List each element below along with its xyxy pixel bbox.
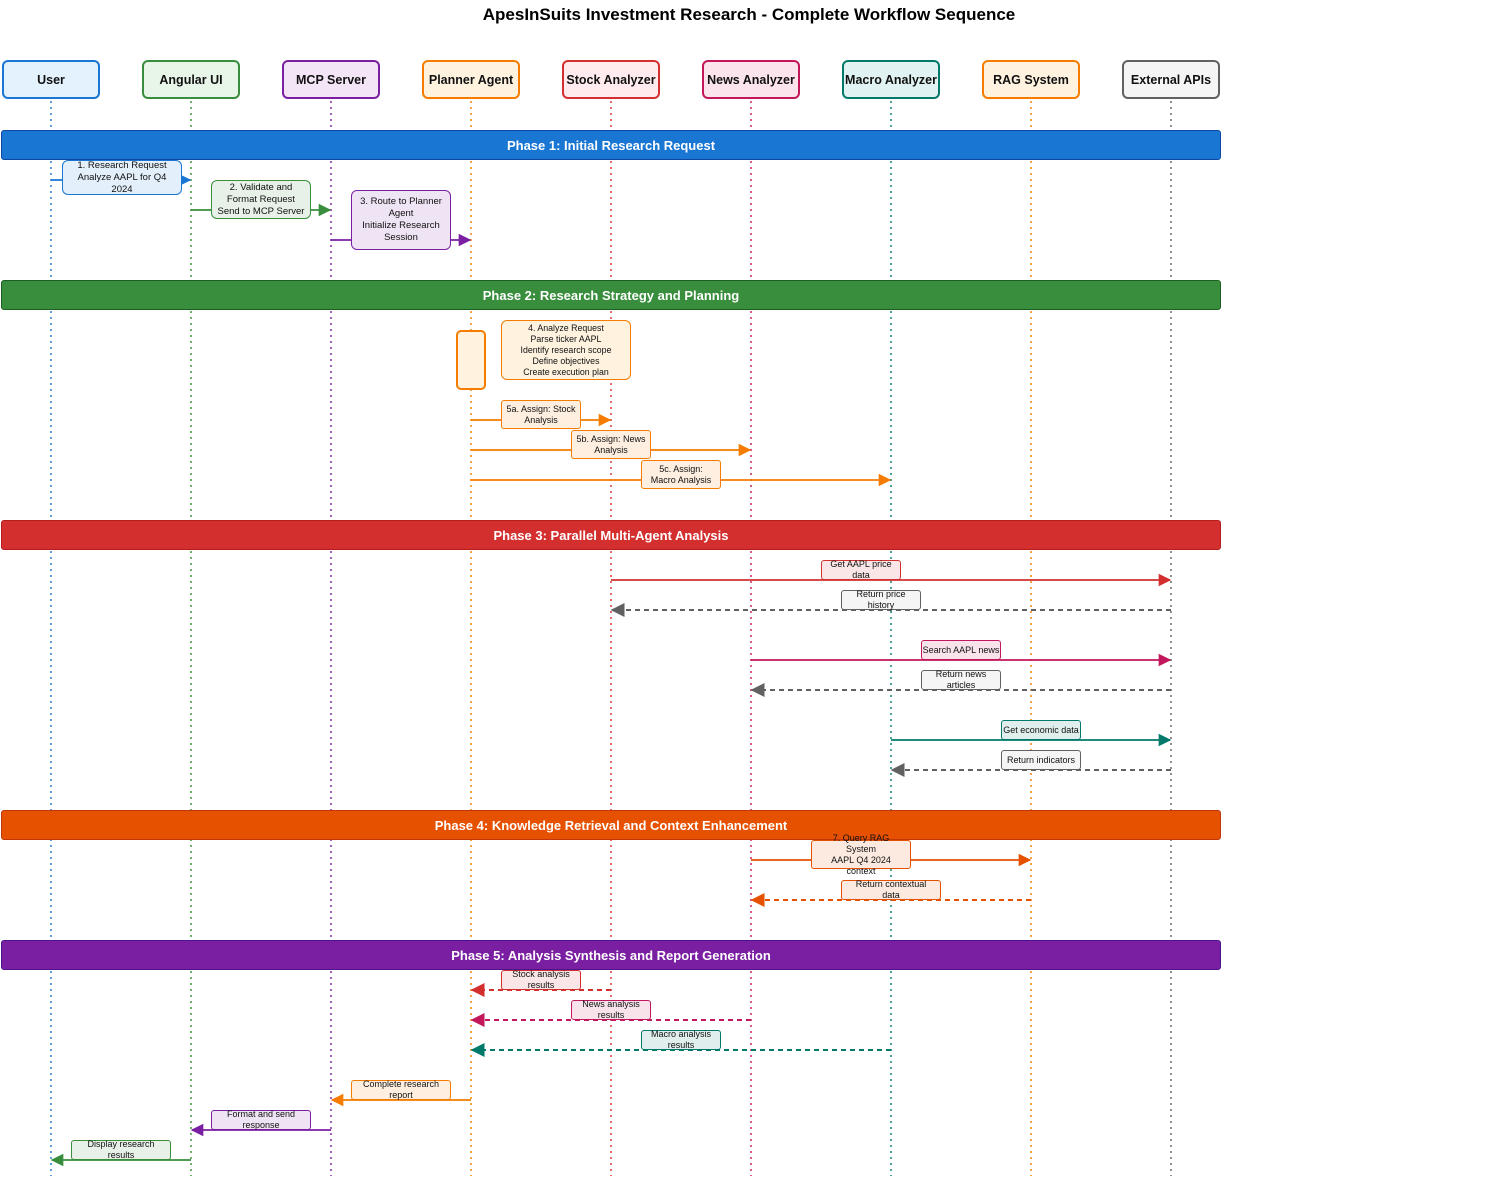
message-label-12: Return indicators [1001,750,1081,770]
message-label-6: 5c. Assign: Macro Analysis [641,460,721,489]
message-label-10: Return news articles [921,669,1001,690]
diagram-title: ApesInSuits Investment Research - Comple… [482,5,1016,24]
phase-banner-2: Phase 2: Research Strategy and Planning [1,280,1221,310]
message-label-20: Display research results [71,1139,171,1160]
message-label-17: Macro analysis results [641,1029,721,1050]
actor-external-apis: External APIs [1122,60,1220,99]
planner-activation-box [456,330,486,390]
message-label-14: Return contextual data [841,879,941,900]
message-label-11: Get economic data [1001,720,1081,740]
message-label-9: Search AAPL news [921,640,1001,660]
message-label-8: Return price history [841,589,921,610]
phase-banner-4: Phase 4: Knowledge Retrieval and Context… [1,810,1221,840]
actor-planner-agent: Planner Agent [422,60,520,99]
phase-banner-3: Phase 3: Parallel Multi-Agent Analysis [1,520,1221,550]
message-label-7: Get AAPL price data [821,559,901,580]
actor-mcp-server: MCP Server [282,60,380,99]
message-label-2: 2. Validate and Format Request Send to M… [211,180,311,219]
actor-rag-system: RAG System [982,60,1080,99]
phase-banner-1: Phase 1: Initial Research Request [1,130,1221,160]
message-label-1: 1. Research Request Analyze AAPL for Q4 … [62,160,182,195]
planner-analysis-note: 4. Analyze Request Parse ticker AAPL Ide… [501,320,631,380]
message-label-3: 3. Route to Planner Agent Initialize Res… [351,190,451,250]
actor-angular-ui: Angular UI [142,60,240,99]
actor-user: User [2,60,100,99]
message-label-18: Complete research report [351,1079,451,1100]
phase-banner-5: Phase 5: Analysis Synthesis and Report G… [1,940,1221,970]
actor-stock-analyzer: Stock Analyzer [562,60,660,99]
message-label-16: News analysis results [571,999,651,1020]
actor-news-analyzer: News Analyzer [702,60,800,99]
message-label-5: 5b. Assign: News Analysis [571,430,651,459]
message-label-19: Format and send response [211,1109,311,1130]
message-label-4: 5a. Assign: Stock Analysis [501,400,581,429]
message-label-15: Stock analysis results [501,969,581,990]
actor-macro-analyzer: Macro Analyzer [842,60,940,99]
message-label-13: 7. Query RAG System AAPL Q4 2024 context [811,833,911,876]
